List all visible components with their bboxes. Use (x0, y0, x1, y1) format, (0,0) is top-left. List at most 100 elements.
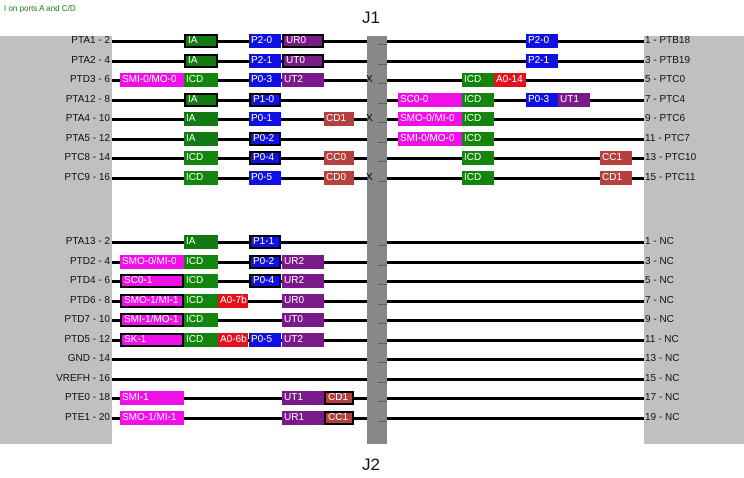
pin-function-tag: ICD (184, 73, 218, 87)
pin-function-tag: UT1 (558, 92, 590, 107)
pin-trace-left (112, 397, 367, 400)
pin-function-tag: P0-5 (249, 332, 281, 347)
pin-function-tag: CD0 (324, 170, 354, 185)
connector-body (367, 36, 387, 444)
pin-function-tag: ICD (184, 332, 218, 347)
pin-function-tag: CC1 (324, 410, 354, 425)
pin-function-tag: SK-1 (120, 332, 184, 347)
cross-mark: X (366, 113, 373, 124)
pin-function-tag: SMO-0/MI-0 (120, 254, 184, 269)
pin-trace-right (387, 338, 644, 342)
pin-function-tag: UR0 (282, 34, 324, 48)
pin-function-tag: SMO-1/MI-1 (120, 293, 184, 308)
pin-label-right: 1 - PTB18 (645, 35, 691, 46)
pin-function-tag: UR0 (282, 293, 324, 308)
pin-label-left: PTA13 - 2 (65, 236, 110, 247)
pin-function-tag: ICD (462, 112, 494, 126)
pin-label-left: PTA4 - 10 (65, 113, 110, 124)
pin-function-tag: P0-2 (249, 254, 281, 269)
pin-function-tag: A0-7b (218, 293, 248, 308)
pin-function-tag: P0-3 (249, 73, 281, 87)
pin-trace-right (387, 416, 644, 420)
pin-function-tag: ICD (184, 170, 218, 185)
pin-function-tag: ICD (184, 151, 218, 165)
left-gray-band (0, 36, 112, 444)
pin-label-left: PTE0 - 18 (64, 392, 110, 403)
pin-function-tag: IA (184, 235, 218, 249)
pin-label-right: 19 - NC (645, 411, 680, 423)
pin-trace-left (112, 241, 367, 244)
pin-label-left: PTA2 - 4 (71, 54, 110, 66)
pin-label-left: PTA1 - 2 (71, 35, 110, 46)
connector-title-j1: J1 (362, 8, 380, 27)
pin-label-right: 9 - NC (645, 314, 674, 325)
pin-function-tag: P0-3 (526, 92, 558, 107)
pin-label-left: PTD5 - 12 (64, 333, 110, 345)
connector-dash: --- (378, 136, 387, 147)
pin-function-tag: UT2 (282, 73, 324, 87)
pin-trace-left (112, 358, 367, 361)
connector-dash: --- (378, 58, 387, 69)
pin-function-tag: CC1 (600, 151, 632, 165)
pin-label-left: PTE1 - 20 (64, 411, 110, 423)
pin-function-tag: P0-2 (249, 131, 281, 146)
pin-trace-right (387, 59, 644, 63)
pin-trace-left (112, 377, 367, 381)
pin-label-right: 11 - PTC7 (645, 132, 690, 144)
pin-trace-right (387, 358, 644, 361)
pin-label-right: 7 - PTC4 (645, 93, 686, 105)
pin-label-right: 15 - PTC11 (645, 171, 696, 183)
pin-function-tag: UR2 (282, 274, 324, 288)
pin-label-right: 17 - NC (645, 392, 680, 403)
pin-trace-right (387, 40, 644, 43)
pin-function-tag: IA (184, 92, 218, 107)
connector-dash: --- (378, 337, 387, 348)
pin-function-tag: P1-0 (249, 92, 281, 107)
pin-function-tag: CD1 (324, 391, 354, 405)
cross-mark: X (366, 74, 373, 85)
connector-dash: --- (378, 175, 387, 186)
pin-function-tag: SMI-0/MO-0 (120, 73, 184, 87)
pin-label-right: 3 - NC (645, 255, 674, 267)
pin-function-tag: SMO-1/MI-1 (120, 410, 184, 425)
pin-trace-right (387, 98, 644, 102)
pin-function-tag: SC0-1 (120, 274, 184, 288)
pin-function-tag: P2-0 (526, 34, 558, 48)
connector-dash: --- (378, 298, 387, 309)
pin-function-tag: IA (184, 34, 218, 48)
connector-dash: --- (378, 97, 387, 108)
pin-trace-right (387, 118, 644, 121)
connector-dash: --- (378, 156, 387, 166)
pin-trace-right (387, 280, 644, 283)
pin-function-tag: SMO-0/MI-0 (398, 112, 462, 126)
pin-trace-right (387, 319, 644, 322)
pin-function-tag: IA (184, 131, 218, 146)
pin-function-tag: A0-6b (218, 332, 248, 347)
pin-label-left: PTC8 - 14 (64, 152, 110, 163)
connector-dash: --- (378, 376, 387, 387)
pin-label-left: PTD3 - 6 (69, 74, 110, 85)
pin-function-tag: CD1 (600, 170, 632, 185)
pin-function-tag: UT2 (282, 332, 324, 347)
right-gray-band (644, 36, 744, 444)
pin-label-left: PTD7 - 10 (64, 314, 110, 325)
pin-function-tag: IA (184, 112, 218, 126)
pin-label-right: 1 - NC (645, 236, 674, 247)
pin-function-tag: A0-14 (494, 73, 526, 87)
pin-label-right: 13 - PTC10 (645, 152, 697, 163)
connector-title-j2: J2 (362, 455, 380, 474)
pin-function-tag: P0-4 (249, 274, 281, 288)
pin-label-left: GND - 14 (67, 353, 110, 364)
